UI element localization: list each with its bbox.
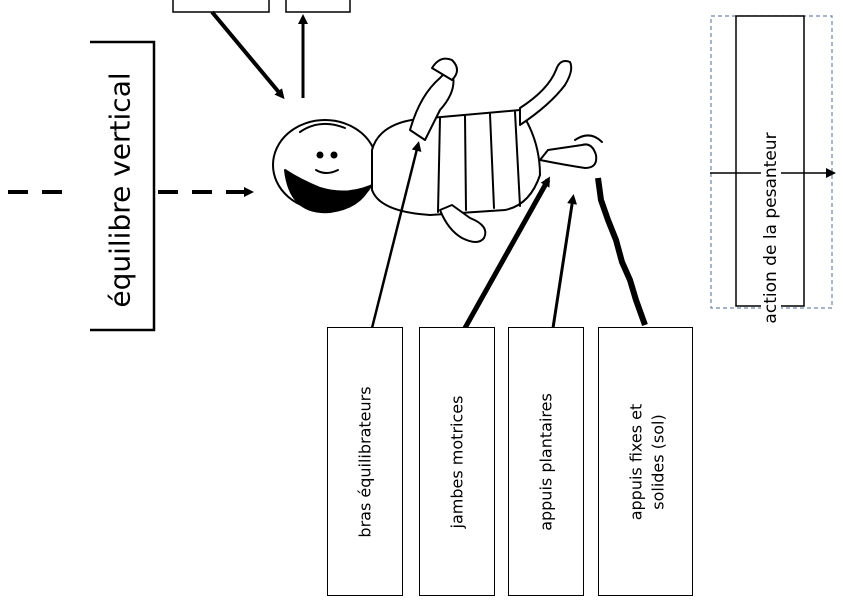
ground-label-line1: appuis fixes et <box>626 403 646 521</box>
arms-label-box <box>327 327 403 596</box>
legs-pointer <box>462 176 551 330</box>
vertical-balance-label: équilibre vertical <box>103 72 137 308</box>
gravity-label: action de la pesanteur <box>761 130 781 326</box>
soles-label: appuis plantaires <box>536 393 556 531</box>
child-figure <box>272 57 603 243</box>
soles-label-box <box>508 327 584 596</box>
soles-pointer <box>551 194 578 329</box>
gravity-dashed-frame <box>710 15 833 309</box>
vertical-balance-bracket <box>90 40 156 332</box>
arms-pointer <box>370 141 422 329</box>
ground-label-line2: solides (sol) <box>648 414 668 510</box>
legs-label-box <box>419 327 495 596</box>
top-left-arrow <box>210 10 285 100</box>
legs-label: jambes motrices <box>447 395 467 529</box>
arms-label: bras équilibrateurs <box>355 386 375 538</box>
ground-pointer <box>595 177 648 327</box>
top-box-left <box>172 0 270 13</box>
top-box-right <box>285 0 351 13</box>
ground-label-box <box>598 327 693 596</box>
